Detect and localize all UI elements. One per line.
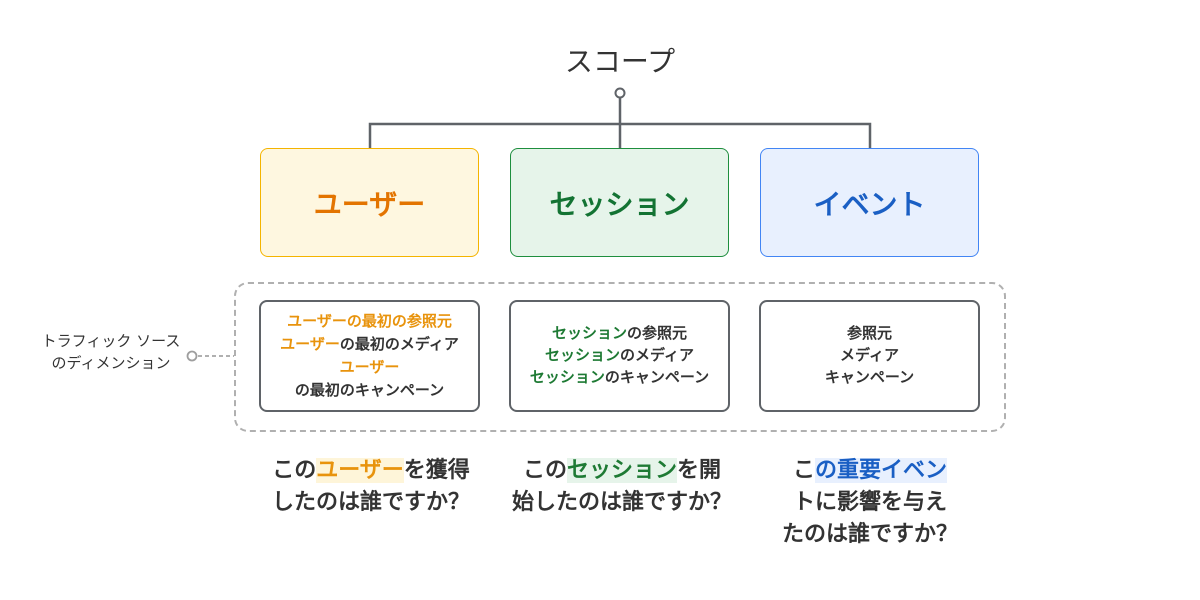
user-dim-line2-highlight: ユーザー <box>280 334 340 353</box>
session-scope-question: このセッションを開 始したのは誰ですか？ <box>506 455 738 519</box>
scope-event-label: イベント <box>813 187 926 221</box>
user-dim-line2-text: の最初のメディア <box>339 334 459 353</box>
user-dim-line3-highlight: ユーザー <box>339 358 400 376</box>
user-dim-line3: ユーザー <box>340 356 400 379</box>
traffic-source-dimension-group <box>234 282 1006 432</box>
session-dim-line2-text: のメディア <box>620 346 694 365</box>
scope-session-box: セッション <box>510 148 729 257</box>
user-question-line2: したのは誰ですか？ <box>271 490 470 515</box>
event-question-line3: たのは誰ですか？ <box>781 522 958 547</box>
user-dim-line1-highlight: ユーザーの最初の参照元 <box>287 311 452 330</box>
user-dim-line4: の最初のキャンペーン <box>294 381 445 400</box>
user-question-line1: このユーザーを獲得 <box>258 455 484 487</box>
event-scope-question: この重要イベン トに影響を与え たのは誰ですか？ <box>766 455 974 551</box>
side-label-line1: トラフィック ソース <box>41 332 181 350</box>
session-dim-line1-text: の参照元 <box>627 324 688 343</box>
side-label-line2: のディメンション <box>51 354 171 372</box>
event-question-line1: この重要イベン <box>766 455 974 487</box>
session-dim-line3-text: のキャンペーン <box>604 367 710 386</box>
session-dimensions-box: セッションの参照元 セッションのメディア セッションのキャンペーン <box>509 300 730 412</box>
session-question-line2: 始したのは誰ですか？ <box>511 490 732 515</box>
user-scope-question: このユーザーを獲得 したのは誰ですか？ <box>258 455 484 519</box>
scope-user-box: ユーザー <box>260 148 479 257</box>
user-question-suffix: を獲得 <box>403 458 470 483</box>
session-dim-line3: セッションのキャンペーン <box>530 367 709 389</box>
user-dim-line2: ユーザーの最初のメディア <box>280 333 459 356</box>
user-dimensions-box: ユーザーの最初の参照元 ユーザーの最初のメディア ユーザー の最初のキャンペーン <box>259 300 480 412</box>
root-title: スコープ <box>564 45 676 78</box>
session-dim-line1-highlight: セッション <box>551 324 627 343</box>
session-dim-line2-highlight: セッション <box>545 346 621 365</box>
event-dim-line1: 参照元 <box>846 324 892 343</box>
event-dim-line2: メディア <box>840 346 899 365</box>
session-question-line1: このセッションを開 <box>506 455 738 487</box>
event-question-highlight: の重要イベン <box>815 458 948 483</box>
event-dim-line3: キャンペーン <box>824 367 915 386</box>
session-dim-line3-highlight: セッション <box>529 367 605 386</box>
session-dim-line2: セッションのメディア <box>545 345 694 367</box>
event-question-prefix: こ <box>792 458 815 483</box>
session-question-highlight: セッション <box>566 458 677 483</box>
user-question-highlight: ユーザー <box>316 458 404 483</box>
scope-session-label: セッション <box>549 187 690 221</box>
event-question-line2: トに影響を与え <box>792 490 947 515</box>
session-question-prefix: この <box>522 458 567 483</box>
traffic-source-dimension-label: トラフィック ソース のディメンション <box>30 330 192 374</box>
scope-event-box: イベント <box>760 148 979 257</box>
user-dim-line1: ユーザーの最初の参照元 <box>287 310 452 333</box>
event-dimensions-box: 参照元 メディア キャンペーン <box>759 300 980 412</box>
scope-user-label: ユーザー <box>313 187 426 221</box>
session-question-suffix: を開 <box>677 458 722 483</box>
session-dim-line1: セッションの参照元 <box>552 323 687 345</box>
user-question-prefix: この <box>272 458 317 483</box>
